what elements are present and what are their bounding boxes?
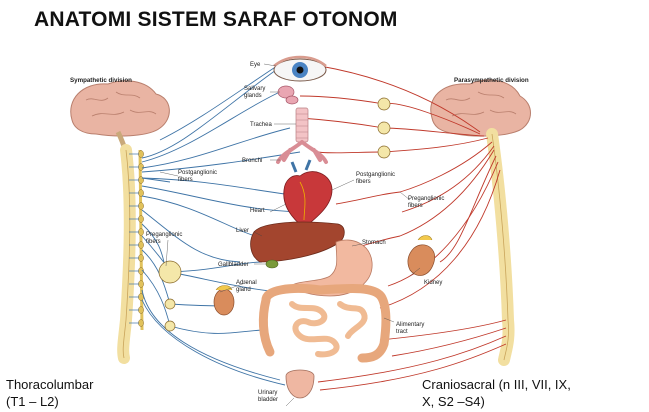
thoracolumbar-caption-line1: Thoracolumbar [6,376,93,393]
stomach-label: Stomach [362,240,386,246]
chain-ganglion [138,281,143,288]
urinary-label-1: Urinary [258,390,277,396]
adrenal-label-1: Adrenal [236,280,257,286]
chain-ganglion [138,242,143,249]
alimentary-label-2: tract [396,329,408,335]
urinary-bladder-organ [286,370,314,398]
kidney-label: Kidney [424,280,442,286]
bronchi-organ [278,142,326,162]
salivary-label-1: Salivary [244,86,265,92]
chain-ganglion [138,320,143,327]
right-preganglionic-label-2: fibers [408,203,423,209]
right-postganglionic-label-1: Postganglionic [356,172,395,178]
chain-ganglion [138,151,143,158]
salivary-glands-organ [278,86,298,104]
chain-ganglion [138,307,143,314]
right-brain [431,80,531,136]
parasympathetic-division-label: Parasympathetic division [454,77,529,84]
trachea-label: Trachea [250,122,272,128]
trachea-organ [296,108,308,142]
right-spinal-cord [492,134,509,360]
chain-ganglion [138,229,143,236]
thoracolumbar-caption: Thoracolumbar (T1 – L2) [6,376,93,410]
parasympathetic-ganglia [378,98,390,158]
sympathetic-collateral-ganglia [159,261,181,331]
left-postganglionic-label-1: Postganglionic [178,170,217,176]
right-postganglionic-label-2: fibers [356,179,371,185]
sympathetic-division-label: Sympathetic division [70,77,132,84]
chain-ganglion [138,216,143,223]
chain-ganglion [138,190,143,197]
adrenal-gland-organ [214,286,234,316]
alimentary-tract-organ [263,288,386,358]
craniosacral-caption-line2: X, S2 –S4) [422,393,571,410]
urinary-label-2: bladder [258,397,278,403]
salivary-label-2: glands [244,93,262,99]
right-preganglionic-label-1: Preganglionic [408,196,444,202]
chain-ganglion [138,203,143,210]
liver-organ [251,222,345,262]
chain-ganglion [138,164,143,171]
thoracolumbar-caption-line2: (T1 – L2) [6,393,93,410]
chain-ganglion [138,255,143,262]
kidney-organ [408,236,435,276]
left-preganglionic-label-1: Preganglionic [146,232,182,238]
liver-label: Liver [236,228,249,234]
left-brain [71,81,170,152]
craniosacral-caption-line1: Craniosacral (n III, VII, IX, [422,376,571,393]
heart-organ [284,160,332,228]
gallbladder-label: Gallbladder [218,262,249,268]
craniosacral-caption: Craniosacral (n III, VII, IX, X, S2 –S4) [422,376,571,410]
adrenal-label-2: gland [236,287,251,293]
eye-organ [274,57,326,81]
heart-label: Heart [250,208,265,214]
eye-label: Eye [250,62,261,68]
left-preganglionic-label-2: fibers [146,239,161,245]
gallbladder-organ [266,260,278,268]
bronchi-label: Bronchi [242,158,262,164]
alimentary-label-1: Alimentary [396,322,424,328]
left-postganglionic-label-2: fibers [178,177,193,183]
